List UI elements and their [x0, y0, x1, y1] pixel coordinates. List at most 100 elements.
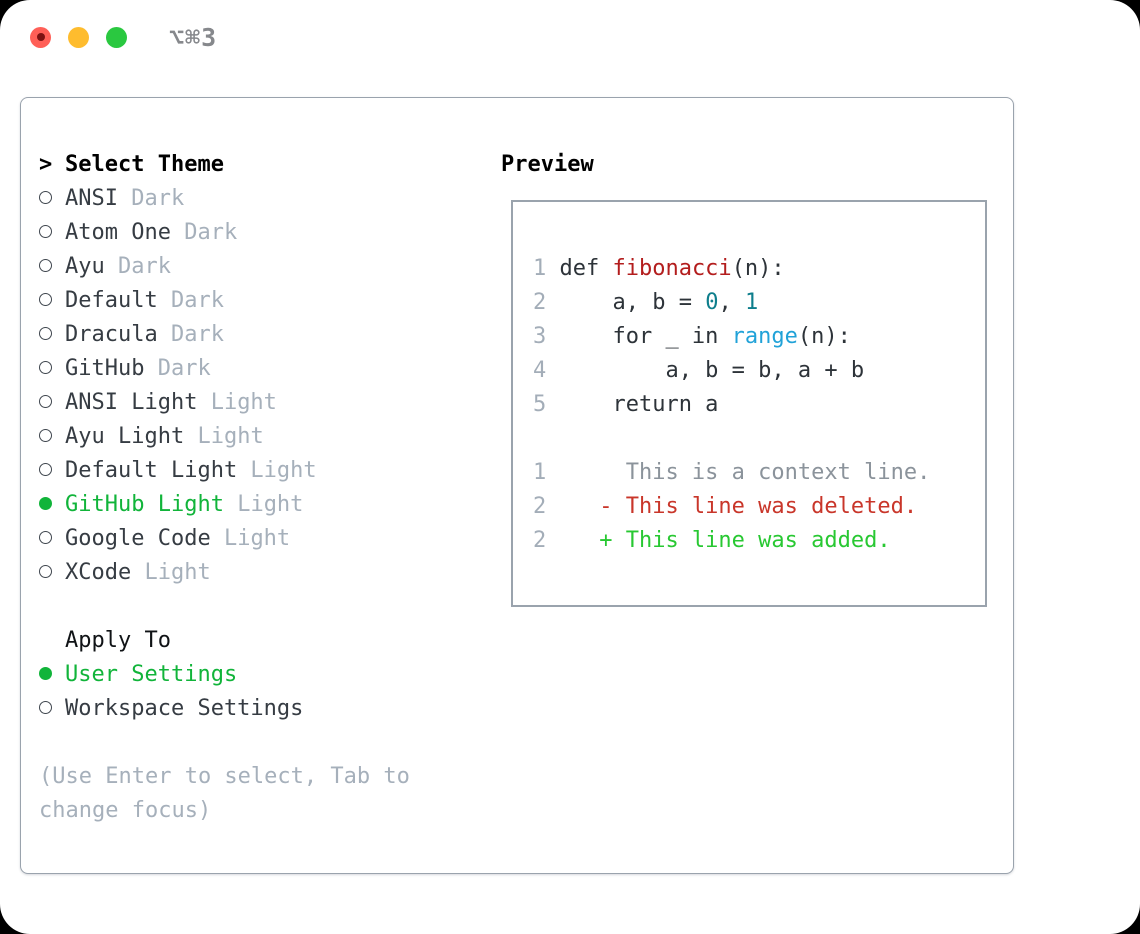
theme-item-ayu[interactable]: Ayu Dark [39, 250, 491, 284]
radio-icon [39, 454, 65, 488]
variant-tag: Dark [157, 322, 224, 347]
theme-item-xcode[interactable]: XCode Light [39, 556, 491, 590]
option-label: Dracula [65, 322, 158, 347]
code-segment: 0 [705, 290, 719, 315]
line-number: 3 [533, 324, 547, 349]
variant-tag: Dark [144, 356, 211, 381]
code-segment: for _ in [559, 324, 732, 349]
radio-icon [39, 250, 65, 284]
code-segment: (n): [797, 324, 851, 349]
radio-icon [39, 284, 65, 318]
code-segment: This is a context line. [559, 460, 931, 485]
variant-tag: Light [184, 424, 264, 449]
option-label: ANSI [65, 186, 118, 211]
variant-tag: Light [131, 560, 211, 585]
code-segment: def [559, 256, 613, 281]
variant-tag: Dark [170, 220, 238, 245]
option-label: GitHub Light [65, 492, 224, 517]
theme-item-github[interactable]: GitHub Dark [39, 352, 491, 386]
preview-line: 1 def fibonacci(n): [533, 252, 985, 286]
radio-icon [39, 556, 65, 590]
variant-tag: Dark [157, 288, 224, 313]
preview-line: 4 a, b = b, a + b [533, 354, 985, 388]
code-segment: (n): [731, 256, 785, 281]
preview-title: Preview [501, 152, 594, 177]
code-segment: , [718, 290, 745, 315]
code-segment: a, b = [559, 290, 706, 315]
option-label: Default Light [65, 458, 238, 483]
radio-icon [39, 522, 65, 556]
theme-item-github-light[interactable]: GitHub Light Light [39, 488, 491, 522]
radio-icon [39, 318, 65, 352]
theme-item-dracula[interactable]: Dracula Dark [39, 318, 491, 352]
apply-to-title: Apply To [65, 628, 171, 653]
window-title: ⌥⌘3 [169, 22, 218, 52]
minimize-button[interactable] [68, 26, 89, 48]
select-theme-header: > Select Theme [39, 148, 491, 182]
code-segment: - This line was deleted. [559, 494, 918, 519]
theme-item-default-light[interactable]: Default Light Light [39, 454, 491, 488]
line-number: 4 [533, 358, 547, 383]
radio-icon [39, 692, 65, 726]
preview-line: 2 - This line was deleted. [533, 490, 985, 524]
apply-option-workspace-settings[interactable]: Workspace Settings [39, 692, 491, 726]
code-segment: fibonacci [612, 256, 732, 281]
preview-line: 1 This is a context line. [533, 456, 985, 490]
line-number: 1 [533, 256, 547, 281]
theme-item-default[interactable]: Default Dark [39, 284, 491, 318]
title-bar: ⌥⌘3 [0, 0, 1140, 74]
variant-tag: Light [223, 492, 304, 517]
variant-tag: Dark [104, 254, 171, 279]
apply-to-header: Apply To [39, 624, 491, 658]
keyboard-hint: (Use Enter to select, Tab to change focu… [39, 764, 410, 823]
preview-line [533, 422, 985, 456]
variant-tag: Light [237, 458, 317, 483]
code-segment: 1 [744, 290, 759, 315]
variant-tag: Dark [117, 186, 185, 211]
code-segment: a, b = b, a + b [559, 358, 865, 383]
option-label: Workspace Settings [65, 696, 304, 721]
option-label: Default [65, 288, 158, 313]
preview-line: 5 return a [533, 388, 985, 422]
code-segment: return a [559, 392, 719, 417]
theme-item-atom-one[interactable]: Atom One Dark [39, 216, 491, 250]
variant-tag: Light [197, 390, 277, 415]
radio-selected-icon [39, 488, 65, 522]
preview-line: 3 for _ in range(n): [533, 320, 985, 354]
apply-option-user-settings[interactable]: User Settings [39, 658, 491, 692]
theme-item-ayu-light[interactable]: Ayu Light Light [39, 420, 491, 454]
prompt-caret-icon: > [39, 152, 53, 177]
line-number: 2 [533, 494, 547, 519]
radio-icon [39, 182, 65, 216]
theme-item-ansi[interactable]: ANSI Dark [39, 182, 491, 216]
option-label: Google Code [65, 526, 211, 551]
zoom-button[interactable] [106, 26, 127, 48]
preview-line: 2 + This line was added. [533, 524, 985, 558]
code-segment: range [731, 324, 798, 349]
option-label: GitHub [65, 356, 145, 381]
variant-tag: Light [210, 526, 291, 551]
code-segment: + This line was added. [559, 528, 891, 553]
line-number: 1 [533, 460, 547, 485]
theme-item-ansi-light[interactable]: ANSI Light Light [39, 386, 491, 420]
option-label: Ayu Light [65, 424, 185, 449]
option-label: XCode [65, 560, 132, 585]
option-label: Atom One [65, 220, 171, 245]
theme-item-google-code[interactable]: Google Code Light [39, 522, 491, 556]
line-number: 5 [533, 392, 547, 417]
radio-icon [39, 420, 65, 454]
line-number: 2 [533, 290, 547, 315]
radio-icon [39, 386, 65, 420]
option-label: User Settings [65, 662, 238, 687]
close-button[interactable] [30, 26, 51, 48]
select-theme-title: Select Theme [65, 152, 224, 177]
line-number: 2 [533, 528, 547, 553]
radio-icon [39, 216, 65, 250]
